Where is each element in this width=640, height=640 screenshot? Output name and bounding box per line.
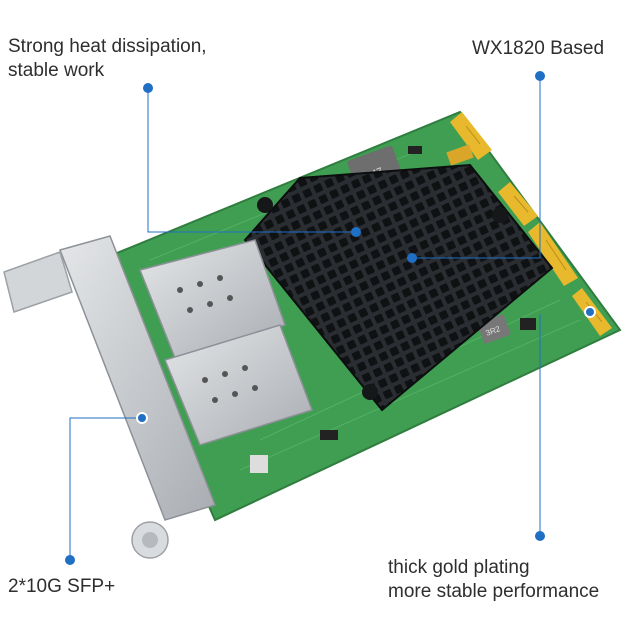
sfp-port-bottom [163, 324, 313, 446]
heatsink-screws [257, 197, 508, 400]
sfp-port-top [138, 239, 286, 359]
callout-target-rings [136, 306, 596, 424]
annotation-ports: 2*10G SFP+ [8, 576, 116, 597]
mounting-bracket [3, 235, 216, 559]
callout-lines [69, 76, 541, 560]
annotation-chip: WX1820 Based [472, 38, 605, 59]
callout-dots [65, 71, 545, 565]
annotation-gold-plating: thick gold plating more stable performan… [388, 557, 600, 602]
annotation-heat-dissipation: Strong heat dissipation, stable work [8, 36, 207, 81]
heatsink [243, 163, 554, 412]
